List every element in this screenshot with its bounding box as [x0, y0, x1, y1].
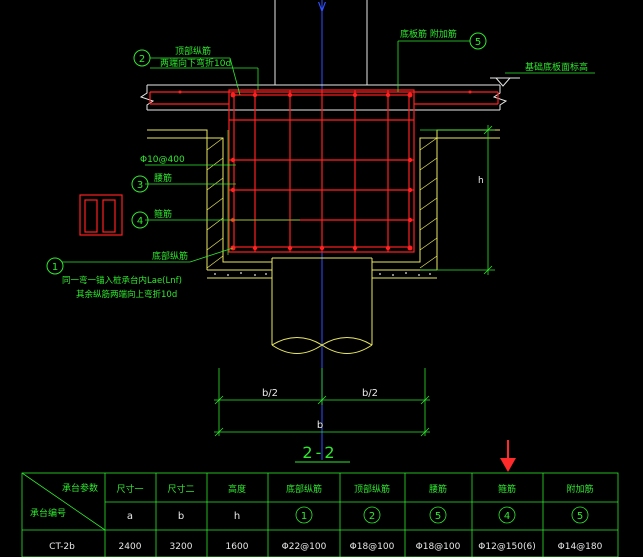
table-subheader-cell: a — [127, 511, 133, 522]
callout-1-line2: 其余纵筋两端向上弯折10d — [76, 289, 177, 300]
callout-3-number: 3 — [137, 180, 143, 191]
height-dimension — [420, 125, 495, 275]
pile — [271, 257, 373, 354]
table-subheader-cell: 1 — [301, 511, 307, 522]
table-header-cell: 顶部纵筋 — [354, 483, 390, 495]
table-text: 尺寸一 尺寸二 高度 底部纵筋 顶部纵筋 腰筋 箍筋 附加筋 a b h 1 2 5 4 5CT-2b 2400… — [49, 483, 602, 552]
callout-4-number: 4 — [137, 216, 143, 227]
elevation-marker — [490, 77, 520, 87]
leader-lines — [62, 40, 595, 263]
callout-1-line1: 同一弯一锚入桩承台内Lae(Lnf) — [62, 275, 182, 286]
table-header-cell: 尺寸二 — [167, 483, 194, 495]
callout-2-number: 2 — [139, 54, 145, 65]
callout-5-top-number: 5 — [475, 37, 481, 48]
red-arrow-indicator — [500, 440, 516, 472]
callout-2-line2: 两端向下弯折10d — [160, 57, 231, 69]
table-data-cell: Φ12@150(6) — [478, 542, 535, 552]
table-diag-bottom: 承台编号 — [30, 507, 66, 519]
base-dots — [214, 272, 431, 276]
top-marker: V — [318, 0, 327, 14]
callout-3-text: 腰筋 — [154, 172, 172, 184]
table-data-cell: Φ22@100 — [282, 542, 327, 552]
table-data-cell: CT-2b — [49, 542, 75, 552]
section-title: 2-2 — [302, 443, 337, 462]
table-data-cell: Φ18@100 — [416, 542, 461, 552]
table-data-cell: Φ18@100 — [350, 542, 395, 552]
bottom-bar-label: 底部纵筋 — [152, 250, 188, 262]
dim-total-width: b — [317, 420, 323, 431]
table-header-cell: 底部纵筋 — [286, 483, 322, 495]
table-data-cell: 1600 — [226, 542, 249, 552]
table-header-cell: 箍筋 — [498, 483, 516, 495]
stirrup-spec-label: Φ10@400 — [140, 155, 185, 165]
rebar-legend-icon — [79, 194, 123, 236]
table-subheader-cell: 5 — [577, 511, 583, 522]
table-data-cell: 3200 — [170, 542, 193, 552]
height-dimension-label: h — [478, 176, 484, 186]
rebar-table-grid — [21, 472, 619, 557]
rebar-dots — [178, 90, 472, 251]
slab-elevation-label: 基础底板面标高 — [525, 61, 588, 73]
table-callout-circles — [295, 506, 589, 524]
slab-outline — [139, 84, 508, 111]
table-diag-top: 承台参数 — [62, 482, 98, 494]
table-data-cell: 2400 — [119, 542, 142, 552]
dim-right-half: b/2 — [362, 388, 378, 399]
table-header-cell: 腰筋 — [429, 483, 447, 495]
dim-left-half: b/2 — [262, 388, 278, 399]
callout-5-top-text: 底板筋 附加筋 — [400, 28, 457, 40]
table-header-cell: 附加筋 — [566, 483, 593, 495]
table-data-cell: Φ14@180 — [558, 542, 603, 552]
callout-circles — [46, 32, 487, 275]
callout-2-line1: 顶部纵筋 — [175, 45, 211, 57]
table-subheader-cell: h — [234, 511, 240, 522]
callout-4-text: 箍筋 — [154, 208, 172, 220]
table-subheader-cell: b — [178, 511, 184, 522]
table-header-cell: 尺寸一 — [116, 483, 143, 495]
width-dimensions — [214, 368, 430, 437]
table-subheader-cell: 4 — [504, 511, 510, 522]
callout-1-number: 1 — [52, 262, 58, 273]
table-header-cell: 高度 — [228, 483, 246, 495]
table-subheader-cell: 2 — [369, 511, 375, 522]
table-subheader-cell: 5 — [435, 511, 441, 522]
